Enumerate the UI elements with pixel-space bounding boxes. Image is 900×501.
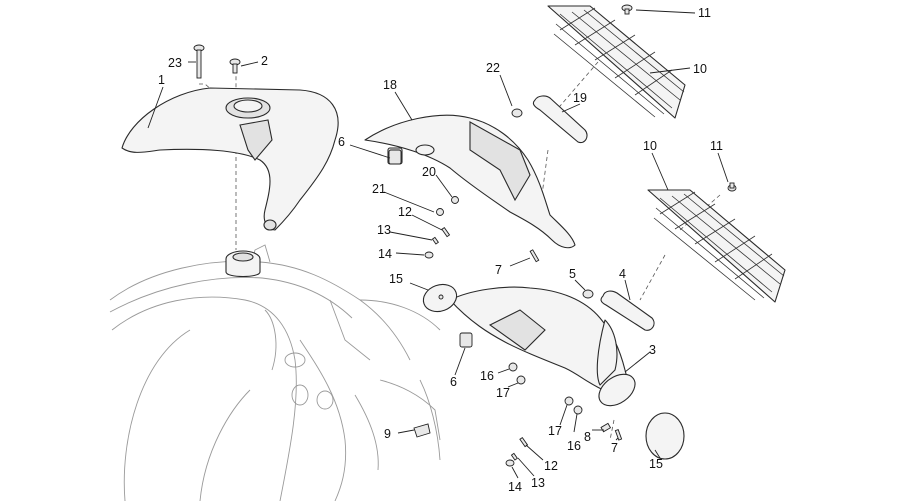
callout-15-left: 15 [389,272,403,286]
callout-12-lower: 12 [544,459,558,473]
callout-16-lower: 16 [567,439,581,453]
part-plate-holder-lower [647,189,786,303]
callout-10-lower: 10 [643,139,657,153]
hardware-small-parts [424,4,737,467]
callout-8: 8 [584,430,591,444]
callout-11-lower: 11 [710,139,723,153]
callout-1: 1 [158,73,165,87]
part-clip-6-upper [388,149,402,165]
callout-6-upper: 6 [338,135,345,149]
callout-6-lower: 6 [450,375,457,389]
callout-21: 21 [372,182,386,196]
callout-13-lower: 13 [531,476,545,490]
callout-17-upper: 17 [496,386,510,400]
callout-labels: 23 2 1 18 22 19 11 10 10 11 6 20 21 12 1… [158,6,723,494]
part-rear-cover [121,87,339,231]
callout-2: 2 [261,54,268,68]
callout-23: 23 [168,56,182,70]
part-reflector-lower [600,290,655,331]
callout-14-upper: 14 [378,247,392,261]
callout-22: 22 [486,61,500,75]
callout-11-upper: 11 [698,6,711,20]
part-upper-mudguard [364,114,576,249]
callout-14-lower: 14 [508,480,522,494]
callout-10-upper: 10 [693,62,707,76]
callout-18: 18 [383,78,397,92]
callout-20: 20 [422,165,436,179]
part-clip-9 [413,423,431,438]
callout-12-upper: 12 [398,205,412,219]
part-round-reflector-left [422,283,458,313]
part-round-reflector-right [645,412,685,460]
callout-4: 4 [619,267,626,281]
part-reflector-upper [532,95,588,144]
callout-7-upper: 7 [495,263,502,277]
part-clip-6-lower [459,332,473,348]
callout-15-right: 15 [649,457,663,471]
callout-17-lower: 17 [548,424,562,438]
callout-7-lower: 7 [611,441,618,455]
callout-9: 9 [384,427,391,441]
callout-16-upper: 16 [480,369,494,383]
leader-lines [147,9,729,479]
screw-2 [229,58,241,74]
screw-23 [193,44,205,79]
part-plate-holder-upper [547,5,686,119]
callout-13-upper: 13 [377,223,391,237]
callout-19: 19 [573,91,587,105]
callout-5: 5 [569,267,576,281]
fuel-cap [225,250,261,278]
callout-3: 3 [649,343,656,357]
scooter-frame-outline [109,244,441,501]
part-license-bracket [449,286,636,407]
